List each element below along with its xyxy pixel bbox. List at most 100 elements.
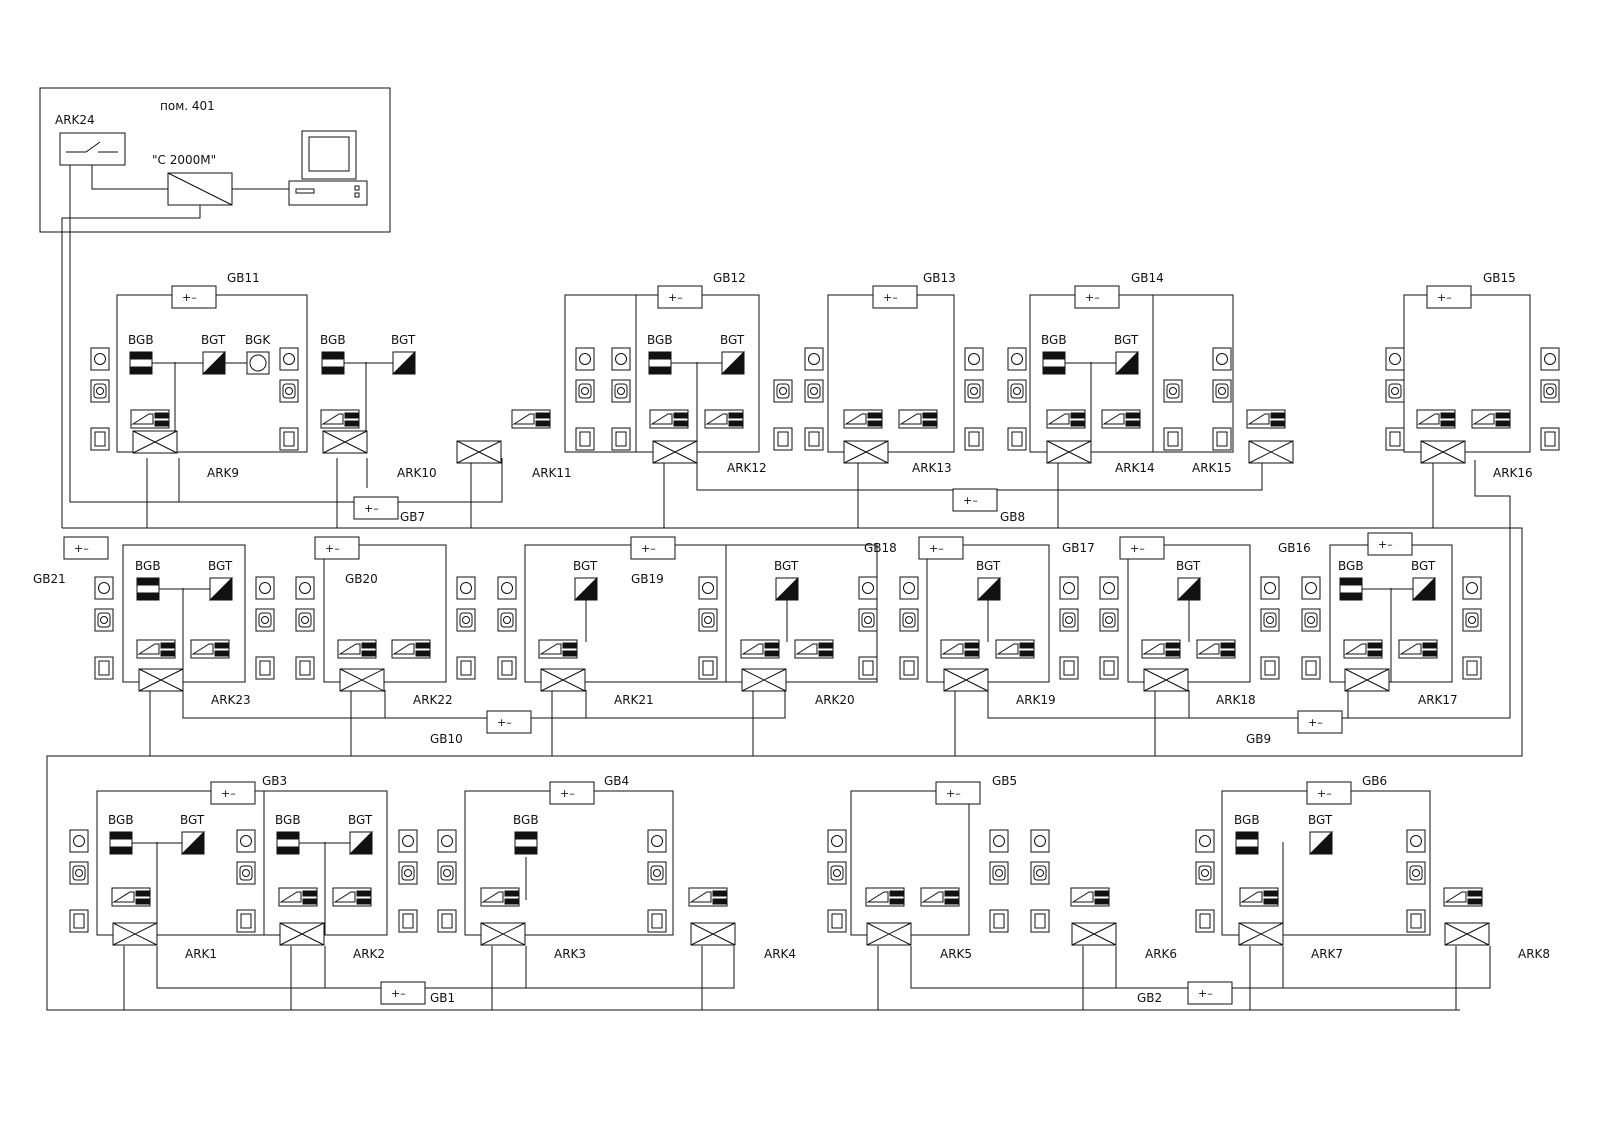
combined-detector-icon	[1163, 379, 1183, 403]
ark-label-ark8: ARK8	[1518, 947, 1550, 961]
smoke-detector-icon	[899, 576, 919, 600]
battery-symbol: +–	[1317, 787, 1332, 800]
heat-detector-bgt-icon	[208, 576, 233, 601]
detector-bgk-icon	[246, 351, 270, 375]
combined-detector-icon	[456, 608, 476, 632]
sounder-siren-icon	[1101, 409, 1141, 429]
combined-detector-icon	[398, 861, 418, 885]
manual-call-point-icon	[1212, 427, 1232, 451]
smoke-detector-icon	[1007, 347, 1027, 371]
ark-label-ark22: ARK22	[413, 693, 453, 707]
ark-box-ark12: ARK12	[652, 440, 767, 475]
sounder-siren-icon	[1343, 639, 1383, 659]
battery-symbol: +–	[963, 494, 978, 507]
smoke-detector-icon	[1462, 576, 1482, 600]
ark-box-ark15: ARK15	[1192, 440, 1294, 475]
heat-detector-bgt-icon	[1411, 576, 1436, 601]
ark-box-ark3: ARK3	[480, 922, 586, 961]
detector-label-bgb: BGB	[1338, 559, 1364, 573]
smoke-detector-icon	[279, 347, 299, 371]
manual-call-point-icon	[827, 909, 847, 933]
smoke-detector-icon	[1195, 829, 1215, 853]
ark-box-ark8: ARK8	[1444, 922, 1550, 961]
manual-call-point-icon	[1385, 427, 1405, 451]
combined-detector-icon	[1406, 861, 1426, 885]
manual-call-point-icon	[1007, 427, 1027, 451]
combined-detector-icon	[437, 861, 457, 885]
ark-box-ark22: ARK22	[339, 668, 453, 707]
detector-label-bgb: BGB	[647, 333, 673, 347]
battery-gb19: +–GB19	[630, 536, 676, 586]
detector-label-bgb: BGB	[513, 813, 539, 827]
battery-gb6: +–GB6	[1306, 774, 1387, 805]
gas-detector-bgb-icon	[136, 577, 160, 601]
gb-label-gb11: GB11	[227, 271, 260, 285]
sounder-siren-icon	[136, 639, 176, 659]
battery-symbol: +–	[1437, 291, 1452, 304]
smoke-detector-icon	[1059, 576, 1079, 600]
smoke-detector-icon	[456, 576, 476, 600]
detector-label-bgt: BGT	[348, 813, 373, 827]
battery-gb12: +–GB12	[657, 271, 746, 309]
sounder-siren-icon	[278, 887, 318, 907]
detector-label-bgt: BGT	[180, 813, 205, 827]
combined-detector-icon	[611, 379, 631, 403]
sounder-siren-icon	[995, 639, 1035, 659]
gas-detector-bgb-icon	[1235, 831, 1259, 855]
ark-label-ark16: ARK16	[1493, 466, 1533, 480]
ark-label-ark1: ARK1	[185, 947, 217, 961]
smoke-detector-icon	[1099, 576, 1119, 600]
smoke-detector-icon	[497, 576, 517, 600]
ark-box-ark5: ARK5	[866, 922, 972, 961]
manual-call-point-icon	[1406, 909, 1426, 933]
gb-label-gb9: GB9	[1246, 732, 1271, 746]
combined-detector-icon	[1260, 608, 1280, 632]
gas-detector-bgb-icon	[1042, 351, 1066, 375]
smoke-detector-icon	[69, 829, 89, 853]
detector-label-bgt: BGT	[720, 333, 745, 347]
manual-call-point-icon	[1260, 656, 1280, 680]
manual-call-point-icon	[1059, 656, 1079, 680]
battery-boxes: +–GB11+–GB12+–GB13+–GB14+–GB15+–GB7+–GB8…	[33, 271, 1516, 1005]
ark-label-ark2: ARK2	[353, 947, 385, 961]
combined-detector-icon	[1099, 608, 1119, 632]
manual-call-point-icon	[698, 656, 718, 680]
heat-detector-bgt-icon	[976, 576, 1001, 601]
manual-call-point-icon	[647, 909, 667, 933]
ark-box-ark1: ARK1	[112, 922, 217, 961]
detector-label-bgt: BGT	[774, 559, 799, 573]
gb-label-gb18: GB18	[864, 541, 897, 555]
ark-box-ark14: ARK14	[1046, 440, 1155, 475]
manual-call-point-icon	[255, 656, 275, 680]
room-label: пом. 401	[160, 99, 215, 113]
battery-symbol: +–	[364, 502, 379, 515]
smoke-detector-icon	[1385, 347, 1405, 371]
ark-box-ark20: ARK20	[741, 668, 855, 707]
ark-box-ark11: ARK11	[456, 440, 572, 480]
manual-call-point-icon	[456, 656, 476, 680]
gas-detector-bgb-icon	[514, 831, 538, 855]
manual-call-point-icon	[964, 427, 984, 451]
manual-call-point-icon	[236, 909, 256, 933]
manual-call-point-icon	[1462, 656, 1482, 680]
smoke-detector-icon	[647, 829, 667, 853]
sounder-siren-icon	[1141, 639, 1181, 659]
ark-box-ark7: ARK7	[1238, 922, 1343, 961]
heat-detector-bgt-icon	[573, 576, 598, 601]
gb-label-gb12: GB12	[713, 271, 746, 285]
sounder-siren-icon	[740, 639, 780, 659]
heat-detector-bgt-icon	[720, 350, 745, 375]
manual-call-point-icon	[899, 656, 919, 680]
gb-label-gb3: GB3	[262, 774, 287, 788]
detector-label-bgt: BGT	[391, 333, 416, 347]
ark24-label: ARK24	[55, 113, 95, 127]
sounder-siren-icon	[1443, 887, 1483, 907]
ark-box-ark23: ARK23	[138, 668, 251, 707]
detector-label-bgt: BGT	[201, 333, 226, 347]
manual-call-point-icon	[858, 656, 878, 680]
battery-gb8: +– GB8	[952, 488, 1025, 524]
smoke-detector-icon	[804, 347, 824, 371]
ark-box-ark10: ARK10	[322, 430, 437, 480]
battery-gb4: +–GB4	[549, 774, 629, 805]
gb-label-gb8: GB8	[1000, 510, 1025, 524]
